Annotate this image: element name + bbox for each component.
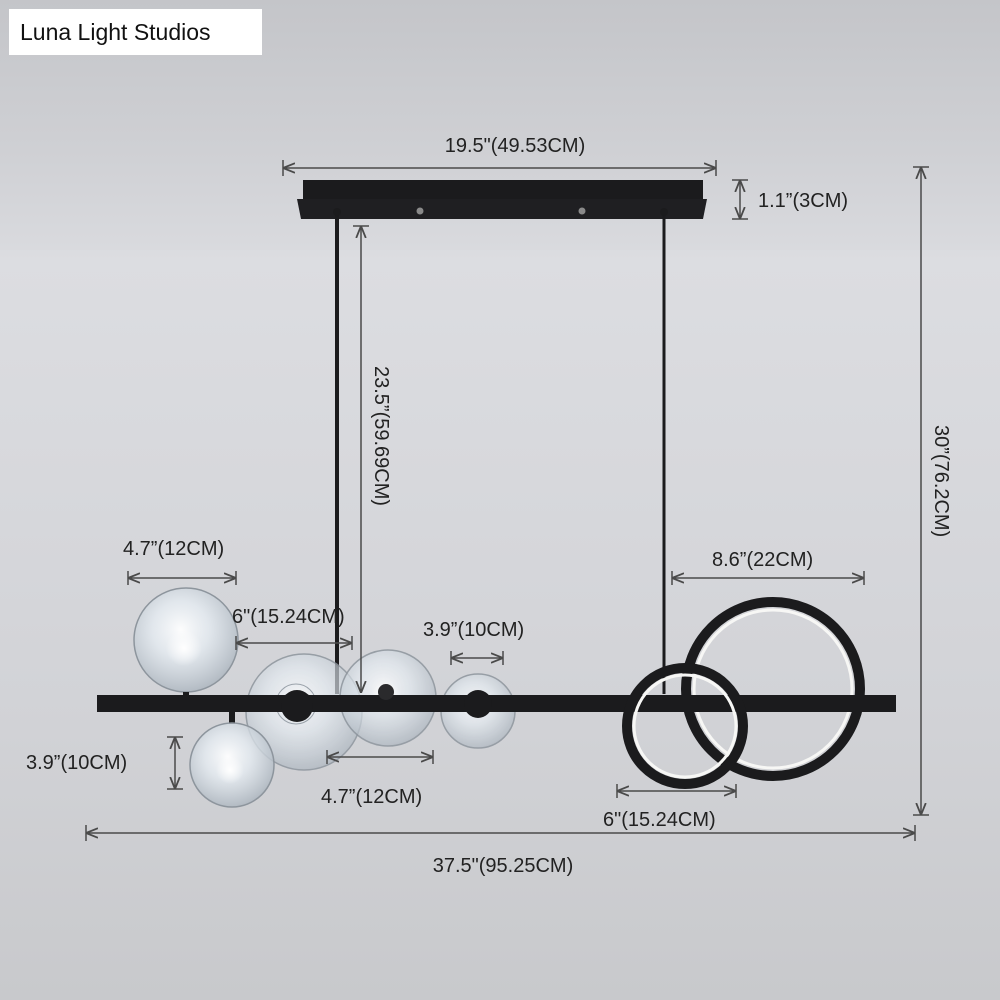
dim-globe-small-left: 3.9”(10CM): [26, 752, 127, 774]
dim-globe-large-left: 4.7”(12CM): [123, 538, 224, 560]
dim-overall-length: 37.5"(95.25CM): [433, 855, 574, 877]
dim-canopy-width: 19.5"(49.53CM): [445, 135, 586, 157]
dim-canopy-height: 1.1”(3CM): [758, 190, 848, 212]
horizontal-bar: [97, 695, 896, 712]
dim-ring-large: 8.6”(22CM): [712, 549, 813, 571]
dim-globe-six-inch: 6"(15.24CM): [232, 606, 345, 628]
suspension-rods: [333, 208, 668, 694]
ring-large: [681, 597, 865, 781]
dim-globe-small-top: 3.9”(10CM): [423, 619, 524, 641]
socket-hubs: [281, 684, 492, 722]
globe-large-left: [133, 587, 239, 700]
dim-globe-mid-bottom: 4.7”(12CM): [321, 786, 422, 808]
dim-ring-small: 6"(15.24CM): [603, 809, 716, 831]
dim-rod-length: 23.5”(59.69CM): [370, 366, 392, 506]
dim-overall-height: 30”(76.2CM): [930, 425, 952, 537]
dimension-lines: [85, 160, 929, 841]
canopy: [297, 180, 707, 219]
brand-label: Luna Light Studios: [9, 9, 262, 55]
globe-small-left: [189, 712, 275, 808]
ring-small: [622, 663, 748, 789]
